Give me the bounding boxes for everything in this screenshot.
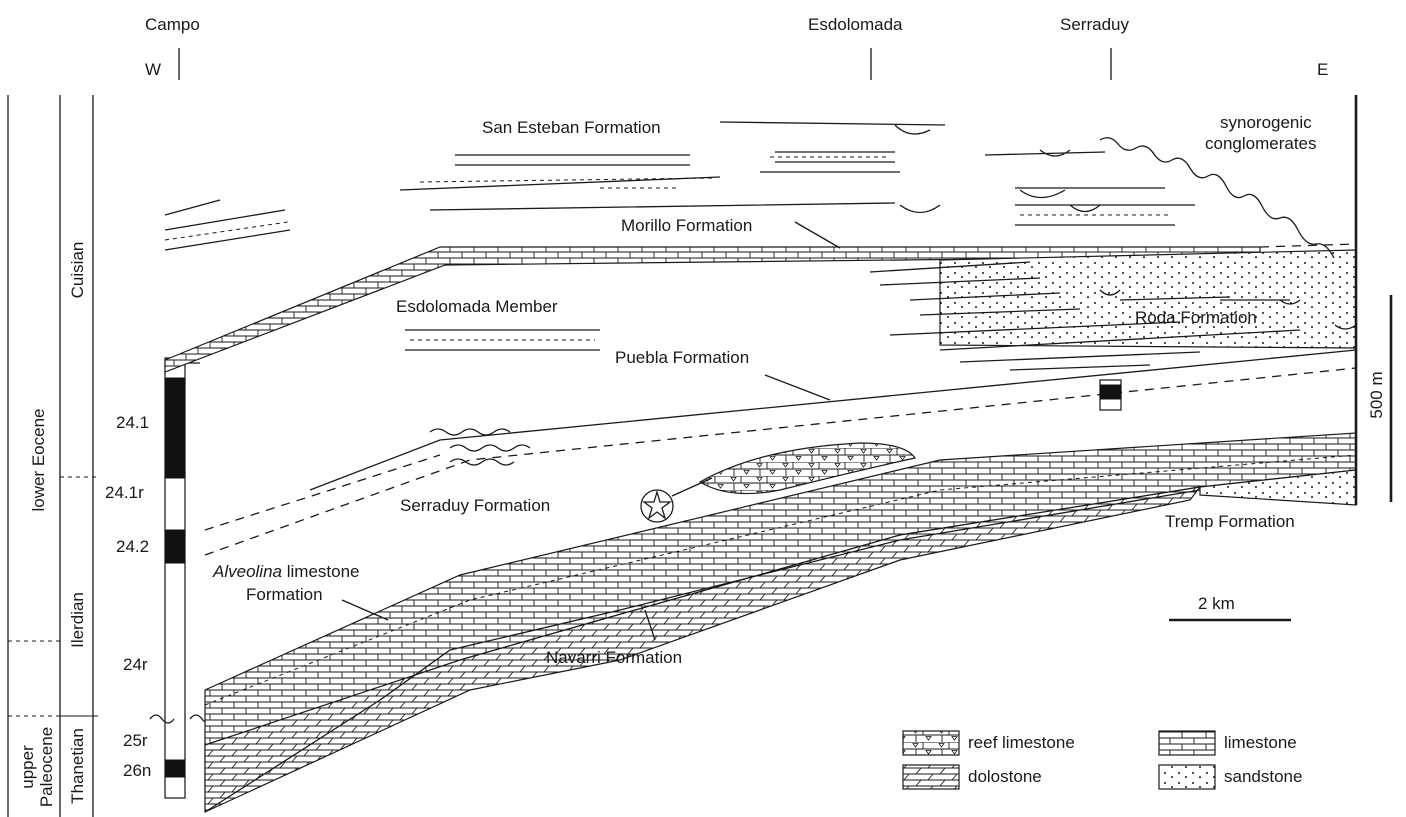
chron-label-24r: 24r bbox=[123, 655, 148, 674]
legend-swatch-limestone bbox=[1158, 730, 1216, 756]
arrow-reef bbox=[671, 477, 713, 497]
label-puebla: Puebla Formation bbox=[615, 348, 749, 367]
label-tremp: Tremp Formation bbox=[1165, 512, 1295, 531]
chron-label-24-1: 24.1 bbox=[116, 413, 149, 432]
puebla-wavy-lines bbox=[429, 428, 531, 466]
legend-label-reef: reef limestone bbox=[968, 733, 1075, 752]
chron-label-24-2: 24.2 bbox=[116, 537, 149, 556]
legend-swatch-reef bbox=[902, 730, 960, 756]
section-label-campo: Campo bbox=[145, 15, 200, 34]
stratigraphic-columns: lower Eocene upper Paleocene Cuisian Ile… bbox=[7, 95, 98, 817]
label-san-esteban: San Esteban Formation bbox=[482, 118, 661, 137]
legend-swatch-sandstone bbox=[1158, 764, 1216, 790]
chron-label-25r: 25r bbox=[123, 731, 148, 750]
scale-bars: 500 m 2 km bbox=[1169, 295, 1393, 622]
label-synorogenic-2: conglomerates bbox=[1205, 134, 1317, 153]
vertical-scale-label: 500 m bbox=[1367, 371, 1386, 418]
label-alveolina-line1: Alveolina limestone bbox=[212, 562, 359, 581]
arrow-puebla bbox=[764, 374, 831, 401]
synorogenic-wavy-line bbox=[1099, 137, 1335, 259]
label-synorogenic-1: synorogenic bbox=[1220, 113, 1312, 132]
epoch-label-upper-paleocene-2: Paleocene bbox=[37, 727, 56, 807]
channel-fills bbox=[894, 124, 1357, 330]
horizontal-scale-label: 2 km bbox=[1198, 594, 1235, 613]
san-esteban-dots bbox=[164, 156, 1170, 241]
section-label-esdolomada: Esdolomada bbox=[808, 15, 903, 34]
navarri-lower-contact bbox=[204, 489, 1201, 813]
label-navarri: Navarri Formation bbox=[546, 648, 682, 667]
section-label-east: E bbox=[1317, 60, 1328, 79]
legend: reef limestone limestone dolostone sands… bbox=[902, 730, 1302, 790]
cross-section-body bbox=[164, 121, 1357, 813]
chron-label-26n: 26n bbox=[123, 761, 151, 780]
formation-labels: San Esteban Formation synorogenic conglo… bbox=[212, 113, 1317, 667]
label-roda: Roda Formation bbox=[1135, 308, 1257, 327]
legend-label-limestone: limestone bbox=[1224, 733, 1297, 752]
reef-star-symbol bbox=[642, 489, 672, 520]
chron-24-2-normal bbox=[164, 529, 186, 564]
label-alveolina-italic: Alveolina bbox=[212, 562, 282, 581]
roda-interfingering-lines bbox=[869, 261, 1301, 371]
chron-24-1-normal bbox=[164, 377, 186, 479]
label-alveolina-line2: Formation bbox=[246, 585, 323, 604]
esdolomada-member-lines bbox=[405, 329, 600, 351]
label-morillo: Morillo Formation bbox=[621, 216, 752, 235]
section-headings: Campo W Esdolomada Serraduy E bbox=[145, 15, 1328, 80]
morillo-pinchout bbox=[1259, 243, 1357, 248]
alveolina-internal-sand-line bbox=[204, 454, 1357, 706]
serraduy-reef-lens bbox=[698, 442, 916, 495]
stage-label-cuisian: Cuisian bbox=[68, 242, 87, 299]
arrow-morillo bbox=[794, 221, 841, 249]
chron-label-24-1r: 24.1r bbox=[105, 483, 144, 502]
serraduy-mini-chron bbox=[1099, 384, 1122, 400]
magnetostratigraphic-column: 24.1 24.1r 24.2 24r 25r 26n bbox=[105, 357, 215, 799]
arrow-navarri bbox=[644, 609, 656, 641]
puebla-lower-contact-2 bbox=[204, 454, 441, 531]
reef-star-symbol-circle bbox=[640, 489, 674, 523]
arrow-alveolina bbox=[341, 599, 389, 621]
chron-26n-normal bbox=[164, 759, 186, 778]
puebla-upper-contact bbox=[309, 349, 1357, 491]
epoch-label-upper-paleocene-1: upper bbox=[18, 745, 37, 789]
stage-label-thanetian: Thanetian bbox=[68, 728, 87, 804]
epoch-label-lower-eocene: lower Eocene bbox=[29, 408, 48, 511]
legend-label-sandstone: sandstone bbox=[1224, 767, 1302, 786]
section-label-serraduy: Serraduy bbox=[1060, 15, 1129, 34]
label-serraduy: Serraduy Formation bbox=[400, 496, 550, 515]
stage-label-ilerdian: Ilerdian bbox=[68, 592, 87, 648]
section-label-west: W bbox=[145, 60, 161, 79]
legend-label-dolostone: dolostone bbox=[968, 767, 1042, 786]
label-esdolomada-member: Esdolomada Member bbox=[396, 297, 558, 316]
navarri-dolostone-unit bbox=[204, 486, 1202, 813]
legend-swatch-dolostone bbox=[902, 764, 960, 790]
label-alveolina-rest: limestone bbox=[282, 562, 359, 581]
